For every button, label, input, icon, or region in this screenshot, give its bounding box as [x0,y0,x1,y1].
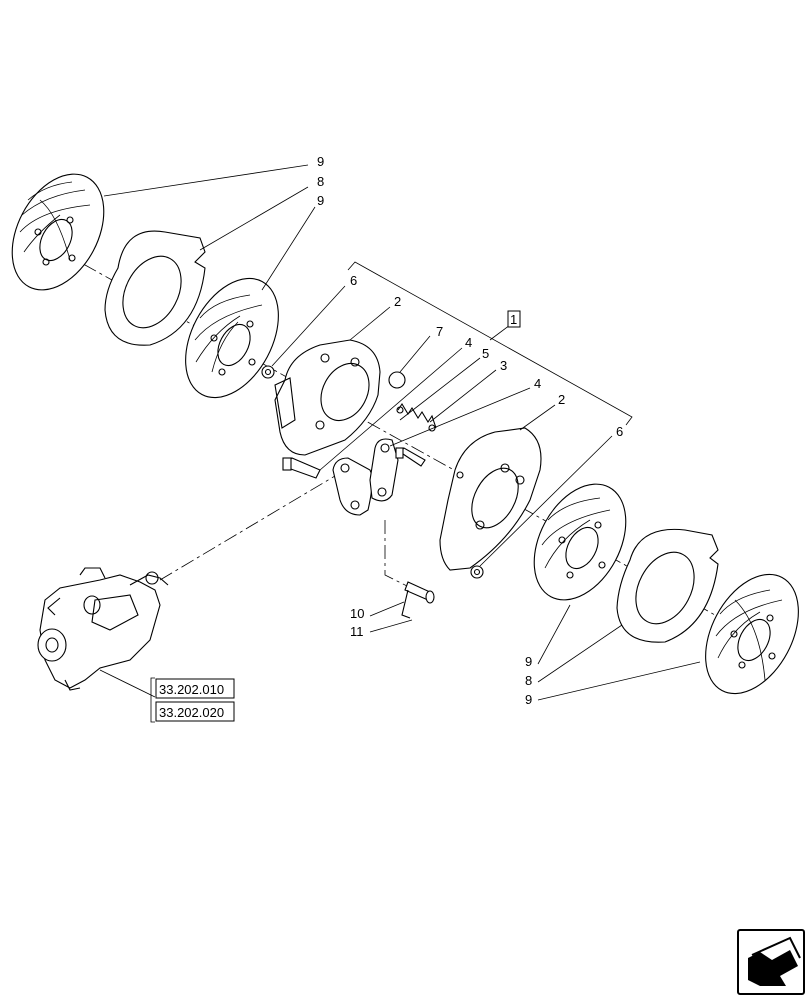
leader-9d [537,661,701,701]
leader-10 [369,601,405,617]
separator-plate-top [104,230,206,346]
callout-6-top: 6 [350,273,357,288]
callout-6-right: 6 [616,424,623,439]
leader-9a [103,164,309,197]
group-bracket [347,261,633,426]
nut-right [470,565,484,579]
friction-disc-top-middle [185,277,279,399]
separator-plate-bottom [616,528,719,643]
callout-7: 7 [436,324,443,339]
leader-2a [349,306,391,341]
ref-box-1[interactable] [155,678,235,699]
callout-8-top: 8 [317,174,324,189]
callout-5: 5 [482,346,489,361]
actuator-plate-left [274,339,381,456]
leader-6a [271,285,346,367]
next-page-arrow-icon[interactable] [737,929,805,995]
leader-6b [479,435,613,567]
bolt-center [395,447,426,467]
leader-ref [99,669,156,698]
leader-4b [389,387,531,447]
callout-10: 10 [350,606,364,621]
brake-valve-body [37,567,169,691]
ref-box-2[interactable] [155,701,235,722]
actuator-plate-right [439,427,542,571]
ref-bracket [150,677,155,723]
callout-2-right: 2 [558,392,565,407]
friction-disc-bottom-middle [533,483,627,601]
group-bracket-lead [489,324,511,341]
callout-3: 3 [500,358,507,373]
clevis-pin [401,581,435,619]
callout-4-center: 4 [465,335,472,350]
link-lever-left [332,457,373,516]
return-spring [396,402,437,432]
leader-2b [519,404,556,431]
leader-5 [399,357,481,421]
ref-link-2[interactable]: 33.202.020 [159,705,224,720]
leader-9b [261,206,316,291]
callout-9-bottom-1: 9 [525,654,532,669]
friction-disc-bottom-right [705,573,799,695]
pin-axis-line [384,520,416,591]
nut-left [261,365,275,379]
leader-11 [369,619,413,633]
callout-1-box [507,310,521,328]
callout-1: 1 [510,312,517,327]
steel-ball [388,371,406,389]
callout-9-bottom-2: 9 [525,692,532,707]
leader-4a [319,347,463,471]
callout-9-top-2: 9 [317,193,324,208]
link-lever-right [369,438,399,502]
ref-link-1[interactable]: 33.202.010 [159,682,224,697]
callout-9-top-1: 9 [317,154,324,169]
leader-7 [399,335,431,373]
friction-disc-top-left [11,173,105,291]
leader-9c [537,604,571,665]
callout-8-bottom: 8 [525,673,532,688]
leader-8b [537,624,623,683]
callout-2-top: 2 [394,294,401,309]
actuator-axis-line [159,469,346,581]
callout-4-right: 4 [534,376,541,391]
leader-3 [429,369,497,423]
bolt-left [282,457,321,479]
callout-11: 11 [350,624,364,639]
leader-8a [199,186,309,251]
